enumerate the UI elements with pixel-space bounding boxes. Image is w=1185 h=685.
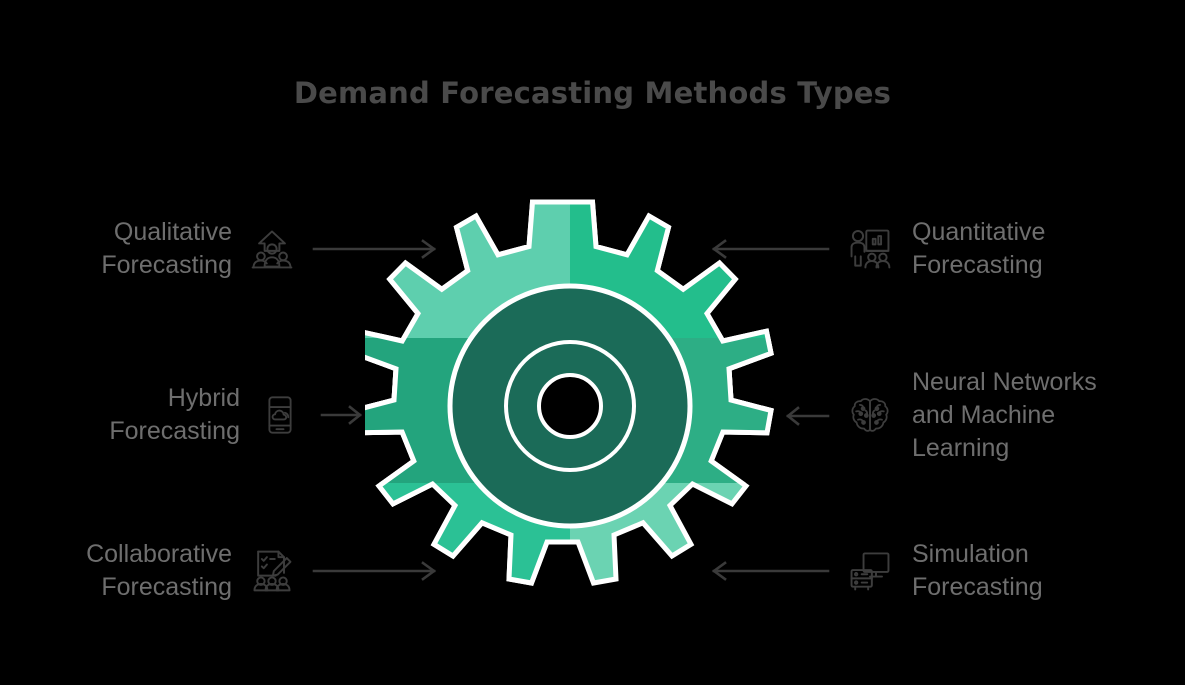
arrow-right-short-hybrid [320,405,368,425]
node-collaborative-forecasting[interactable]: Collaborative Forecasting [50,538,442,604]
presenter-chartboard-audience-icon [844,223,896,275]
node-neural-networks-machine-learning[interactable]: Neural Networks and Machine Learning [782,366,1142,465]
people-growth-arrow-icon [246,223,298,275]
arrow-left-long-simulation [710,561,830,581]
node-hybrid-forecasting[interactable]: Hybrid Forecasting [78,382,368,448]
node-quantitative-forecasting[interactable]: Quantitative Forecasting [710,216,1140,282]
arrow-right-long-collaborative [312,561,442,581]
gear-center-hole [537,373,603,439]
checklist-pencil-people-icon [246,545,298,597]
node-label-qualitative: Qualitative Forecasting [101,218,232,279]
mobile-weather-icon [254,389,306,441]
arrow-left-short-neural [782,405,830,426]
monitor-server-icon [844,545,896,597]
node-label-hybrid: Hybrid Forecasting [109,384,240,445]
brain-icon [844,390,896,442]
gear-diagram [365,198,775,623]
node-label-collaborative: Collaborative Forecasting [86,540,232,601]
node-qualitative-forecasting[interactable]: Qualitative Forecasting [78,216,442,282]
node-label-simulation: Simulation Forecasting [912,540,1043,601]
node-label-quantitative: Quantitative Forecasting [912,218,1046,279]
arrow-right-long-qualitative [312,239,442,259]
page-title: Demand Forecasting Methods Types [293,76,892,110]
arrow-left-long-quantitative [710,239,830,259]
node-simulation-forecasting[interactable]: Simulation Forecasting [710,538,1140,604]
node-label-neural: Neural Networks and Machine Learning [912,368,1097,462]
gear-svg [365,198,775,623]
